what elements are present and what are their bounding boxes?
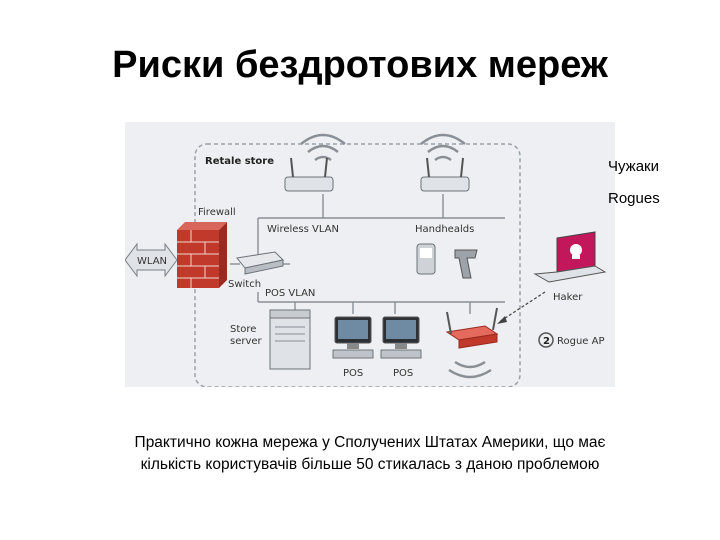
- firewall-icon: [177, 222, 227, 288]
- hacker-label: Haker: [553, 292, 583, 303]
- access-point-icon: [420, 157, 470, 192]
- switch-label: Switch: [228, 279, 261, 290]
- wlan-label: WLAN: [137, 256, 167, 267]
- wifi-waves-icon: [448, 360, 492, 379]
- aliens-label: Чужаки: [608, 158, 659, 175]
- network-links: [230, 194, 505, 314]
- store-server-label-1: Store: [230, 324, 256, 335]
- switch-icon: [236, 251, 285, 275]
- wireless-vlan-label: Wireless VLAN: [267, 224, 339, 235]
- caption-line-1: Практично кожна мережа у Сполучених Штат…: [134, 434, 606, 451]
- wifi-waves-icon: [300, 133, 346, 162]
- store-label: Retale store: [205, 156, 274, 167]
- barcode-scanner-icon: [454, 249, 478, 279]
- rogue-access-point-icon: [445, 307, 499, 349]
- network-diagram: Retale store Firewall WLAN Switch Wirele…: [125, 122, 615, 387]
- rogue-ap-label: Rogue AP: [557, 336, 605, 347]
- pos-label-2: POS: [393, 368, 413, 379]
- rogue-ap-number-badge: [538, 332, 554, 348]
- rogues-label: Rogues: [608, 190, 660, 207]
- pos-terminal-icon: [332, 316, 374, 359]
- server-icon: [269, 309, 311, 370]
- store-boundary: [194, 143, 521, 387]
- attack-arrow-icon: [497, 291, 546, 324]
- pos-terminal-icon: [380, 316, 422, 359]
- handhelds-label: Handhealds: [415, 224, 474, 235]
- slide-title: Риски бездротових мереж: [112, 44, 608, 86]
- wifi-waves-icon: [420, 133, 466, 162]
- network-diagram-svg: Retale store Firewall WLAN Switch Wirele…: [125, 133, 607, 387]
- hacker-laptop-icon: [533, 231, 607, 283]
- handheld-device-icon: [416, 243, 436, 275]
- pos-label-1: POS: [343, 368, 363, 379]
- caption-line-2: кількість користувачів більше 50 стикала…: [140, 456, 600, 473]
- slide-caption: Практично кожна мережа у Сполучених Штат…: [60, 432, 680, 476]
- rogue-ap-number: 2: [543, 336, 550, 347]
- store-server-label-2: server: [230, 336, 263, 347]
- access-point-icon: [284, 157, 334, 192]
- firewall-label: Firewall: [198, 207, 236, 218]
- pos-vlan-label: POS VLAN: [265, 288, 315, 299]
